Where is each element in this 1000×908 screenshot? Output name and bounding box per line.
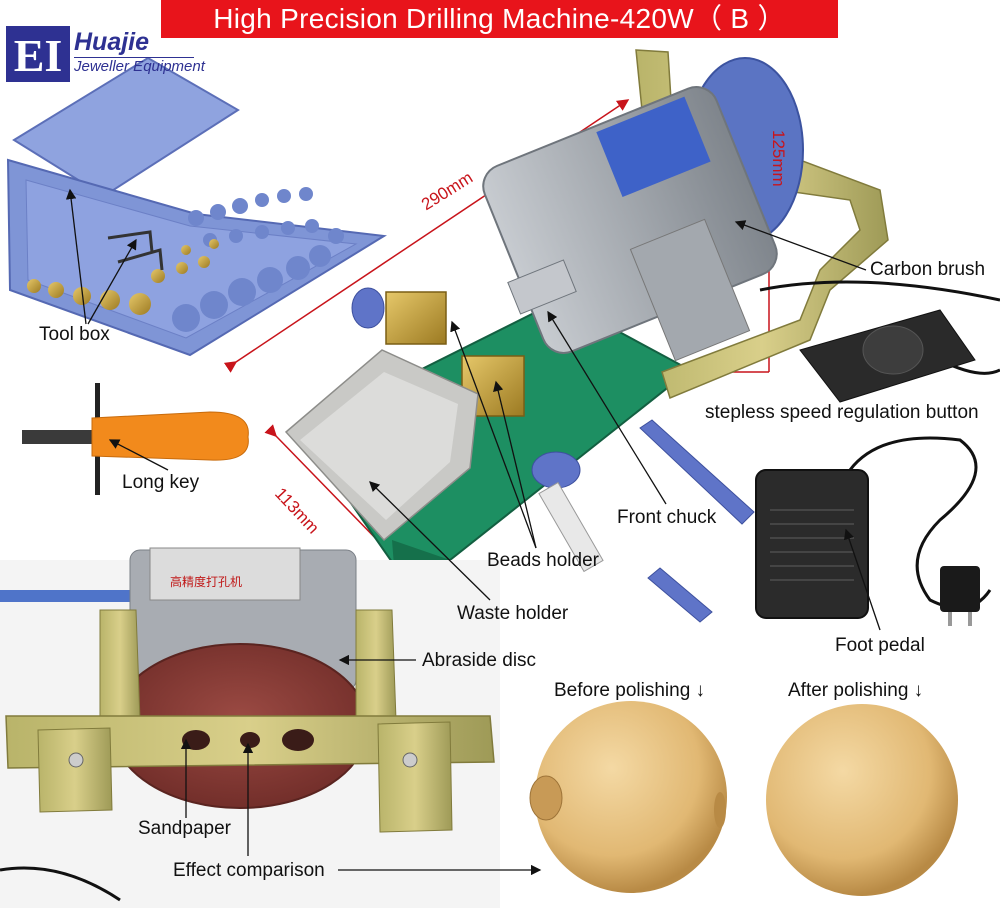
label-beads-holder: Beads holder: [487, 550, 599, 571]
after-polishing-ball: [766, 704, 958, 896]
label-after-polishing: After polishing ↓: [788, 680, 924, 701]
label-effect-comparison: Effect comparison: [173, 860, 325, 881]
brand-subtitle: Jeweller Equipment: [74, 58, 205, 75]
brand-logo: EI: [6, 26, 70, 82]
label-long-key: Long key: [122, 472, 200, 493]
label-waste-holder: Waste holder: [457, 603, 569, 624]
machine-label-text: 高精度打孔机: [170, 574, 242, 589]
speed-controller-illustration: [759, 280, 1000, 403]
drilling-machine-illustration: [284, 49, 889, 623]
label-before-polishing: Before polishing ↓: [554, 680, 706, 701]
label-carbon-brush: Carbon brush: [870, 259, 986, 280]
page-title-banner: High Precision Drilling Machine-420W（ B …: [161, 0, 838, 38]
before-polishing-ball: [529, 701, 727, 893]
leader-lines: [65, 188, 881, 876]
tool-box-illustration: [6, 56, 387, 357]
label-speed-button: stepless speed regulation button: [705, 402, 979, 423]
long-key-illustration: [22, 383, 249, 495]
foot-pedal-illustration: [755, 436, 992, 626]
label-foot-pedal: Foot pedal: [835, 635, 925, 656]
label-tool-box: Tool box: [39, 324, 110, 345]
abrasive-disc-closeup: 高精度打孔机: [0, 547, 500, 908]
label-sandpaper: Sandpaper: [138, 818, 231, 839]
brand-name: Huajie: [74, 28, 150, 56]
dimension-height: 125mm: [769, 130, 788, 187]
brand-divider: [74, 57, 194, 58]
label-abraside-disc: Abraside disc: [422, 650, 537, 671]
label-front-chuck: Front chuck: [617, 507, 717, 528]
svg-text:EI: EI: [14, 30, 63, 81]
